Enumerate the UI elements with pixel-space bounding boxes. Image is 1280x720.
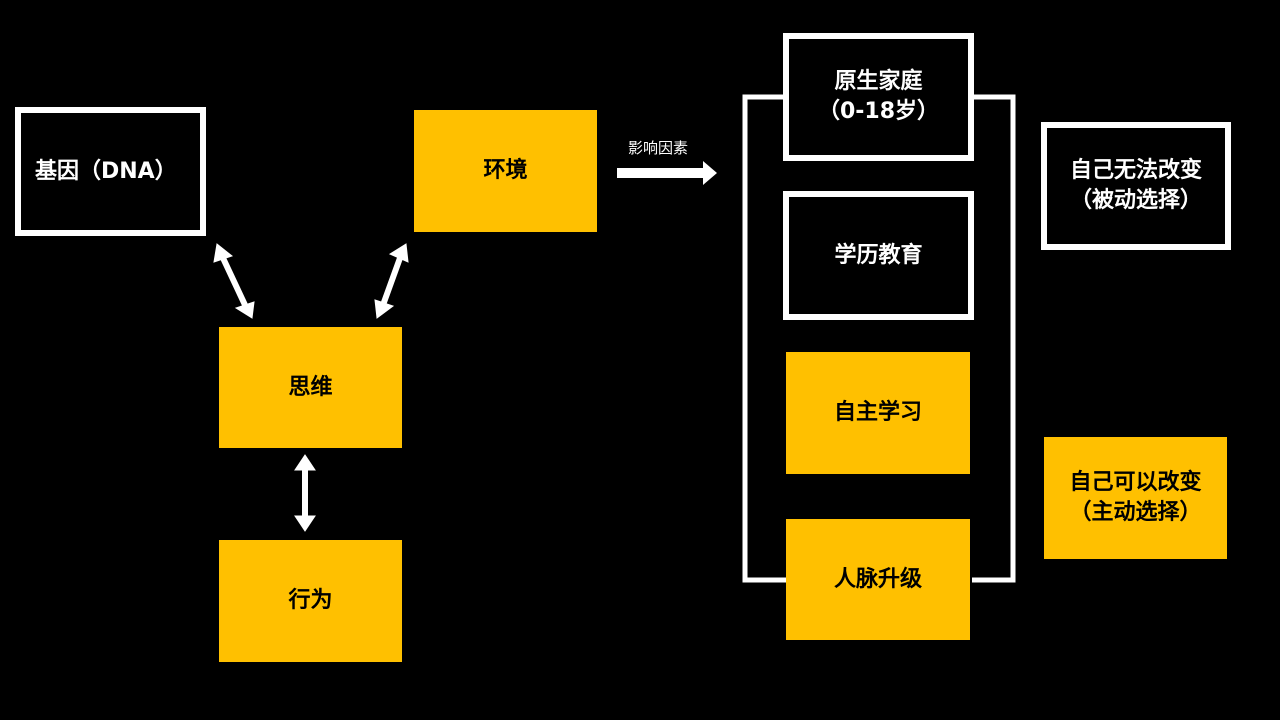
influence-arrow bbox=[617, 161, 717, 185]
left-bracket bbox=[742, 94, 786, 583]
family-label: 原生家庭 （0-18岁） bbox=[817, 69, 940, 124]
influence-label: 影响因素 bbox=[628, 139, 689, 157]
gene-box: 基因（DNA） bbox=[15, 107, 206, 236]
gene-label: 基因（DNA） bbox=[35, 158, 177, 184]
environment-label: 环境 bbox=[483, 158, 528, 184]
environment-box: 环境 bbox=[414, 110, 597, 232]
network-box: 人脉升级 bbox=[786, 519, 970, 640]
gene-thinking-arrow bbox=[213, 243, 255, 319]
self-learning-label: 自主学习 bbox=[833, 400, 922, 426]
active-label: 自己可以改变 （主动选择） bbox=[1069, 470, 1202, 525]
environment-thinking-arrow bbox=[374, 243, 409, 319]
behavior-label: 行为 bbox=[288, 588, 333, 614]
passive-label: 自己无法改变 （被动选择） bbox=[1069, 158, 1202, 213]
network-label: 人脉升级 bbox=[833, 566, 922, 592]
passive-box: 自己无法改变 （被动选择） bbox=[1041, 122, 1231, 250]
self-learning-box: 自主学习 bbox=[786, 352, 970, 474]
thinking-behavior-arrow bbox=[294, 454, 316, 532]
right-bracket bbox=[972, 94, 1016, 583]
active-box: 自己可以改变 （主动选择） bbox=[1044, 437, 1227, 559]
education-label: 学历教育 bbox=[834, 242, 923, 268]
thinking-box: 思维 bbox=[219, 327, 402, 448]
thinking-label: 思维 bbox=[288, 374, 333, 400]
education-box: 学历教育 bbox=[783, 191, 974, 320]
behavior-box: 行为 bbox=[219, 540, 402, 662]
family-box: 原生家庭 （0-18岁） bbox=[783, 33, 974, 161]
